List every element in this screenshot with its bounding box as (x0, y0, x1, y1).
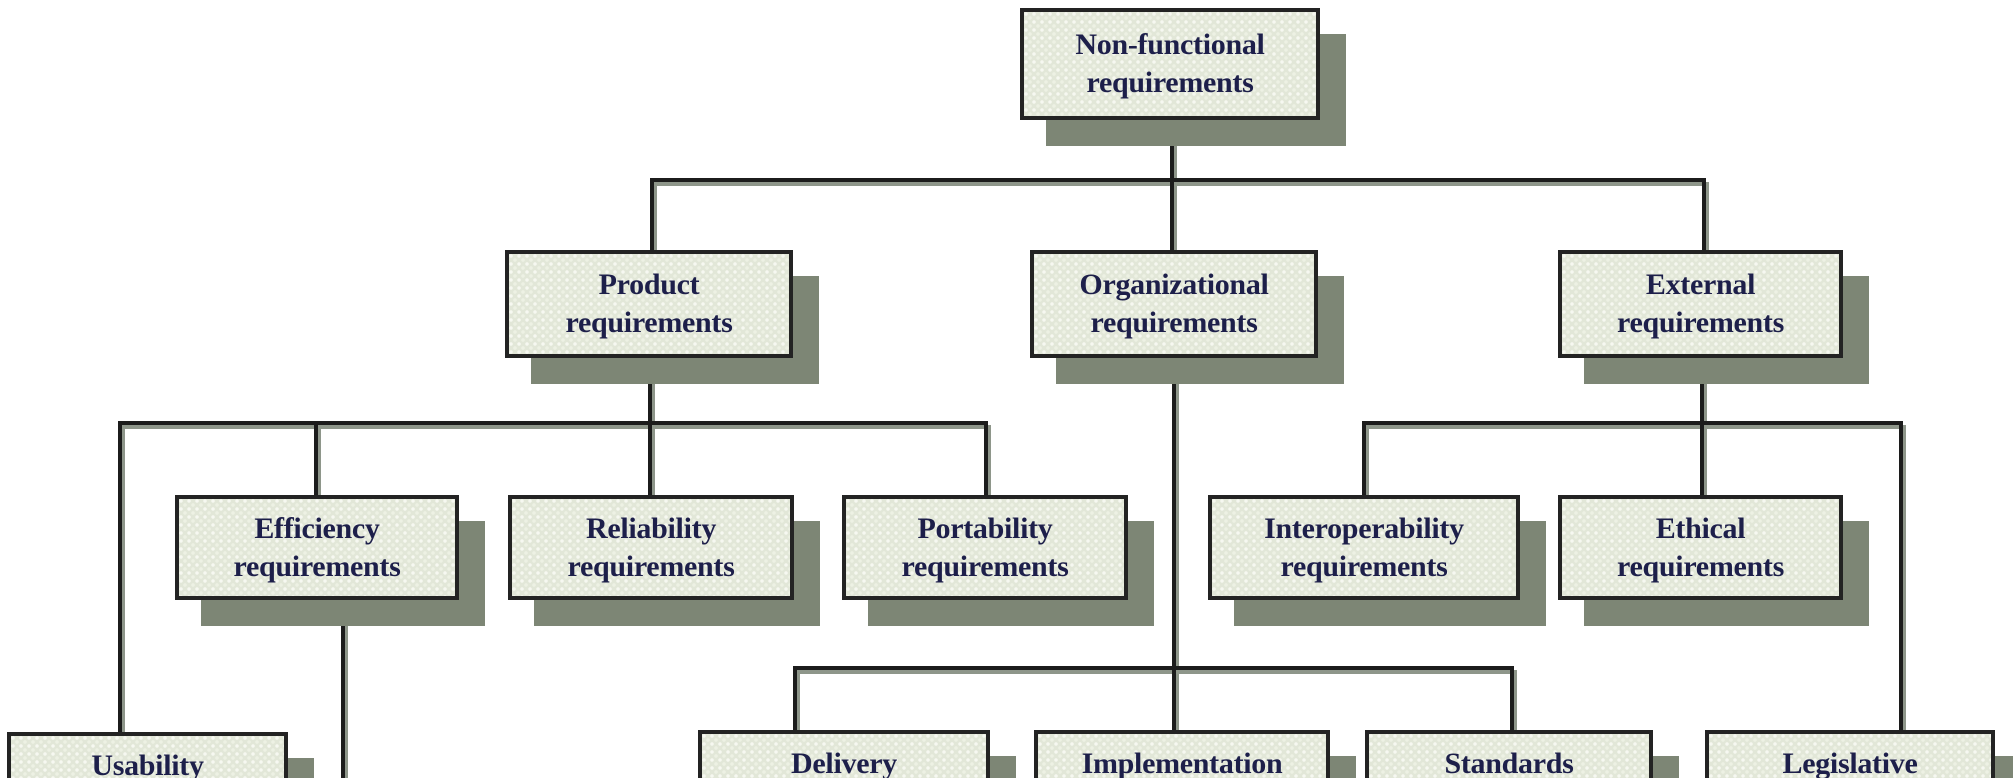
node-ethical-requirements: Ethical requirements (1558, 495, 1843, 600)
node-label-line: Standards (1444, 746, 1574, 778)
node-organizational-requirements: Organizational requirements (1030, 250, 1318, 358)
node-label-line: Organizational (1079, 268, 1269, 301)
node-efficiency-requirements: Efficiency requirements (175, 495, 459, 600)
node-label-line: Portability (917, 511, 1053, 545)
node-label-line: Efficiency (254, 511, 380, 545)
node-label-line: Product (598, 268, 700, 301)
node-label-line: requirements (901, 549, 1069, 583)
node-portability-requirements: Portability requirements (842, 495, 1128, 600)
node-label-line: Ethical (1655, 511, 1746, 545)
node-label-line: requirements (567, 549, 735, 583)
node-label-line: requirements (233, 549, 401, 583)
node-delivery-requirements: Delivery (698, 730, 990, 778)
node-label-line: Usability (91, 748, 204, 778)
node-label-line: requirements (1280, 549, 1448, 583)
node-standards-requirements: Standards (1365, 730, 1653, 778)
node-label-line: requirements (565, 306, 733, 339)
node-label-line: Delivery (791, 746, 897, 778)
node-interoperability-requirements: Interoperability requirements (1208, 495, 1520, 600)
node-legislative-requirements: Legislative (1705, 730, 1995, 778)
node-product-requirements: Product requirements (505, 250, 793, 358)
node-reliability-requirements: Reliability requirements (508, 495, 794, 600)
node-label-line: requirements (1617, 306, 1784, 339)
node-usability-requirements: Usability (7, 732, 288, 778)
node-label-line: External (1645, 268, 1756, 301)
node-non-functional-requirements: Non-functional requirements (1020, 8, 1320, 120)
node-label-line: Interoperability (1264, 511, 1464, 545)
node-label-line: requirements (1617, 549, 1784, 583)
node-label-line: Non-functional (1075, 28, 1265, 61)
node-implementation-requirements: Implementation (1034, 730, 1330, 778)
node-label-line: Reliability (585, 511, 717, 545)
node-label-line: requirements (1086, 66, 1254, 99)
node-label-line: Implementation (1081, 746, 1283, 778)
node-label-line: Legislative (1782, 746, 1918, 778)
node-external-requirements: External requirements (1558, 250, 1843, 358)
node-label-line: requirements (1090, 306, 1258, 339)
